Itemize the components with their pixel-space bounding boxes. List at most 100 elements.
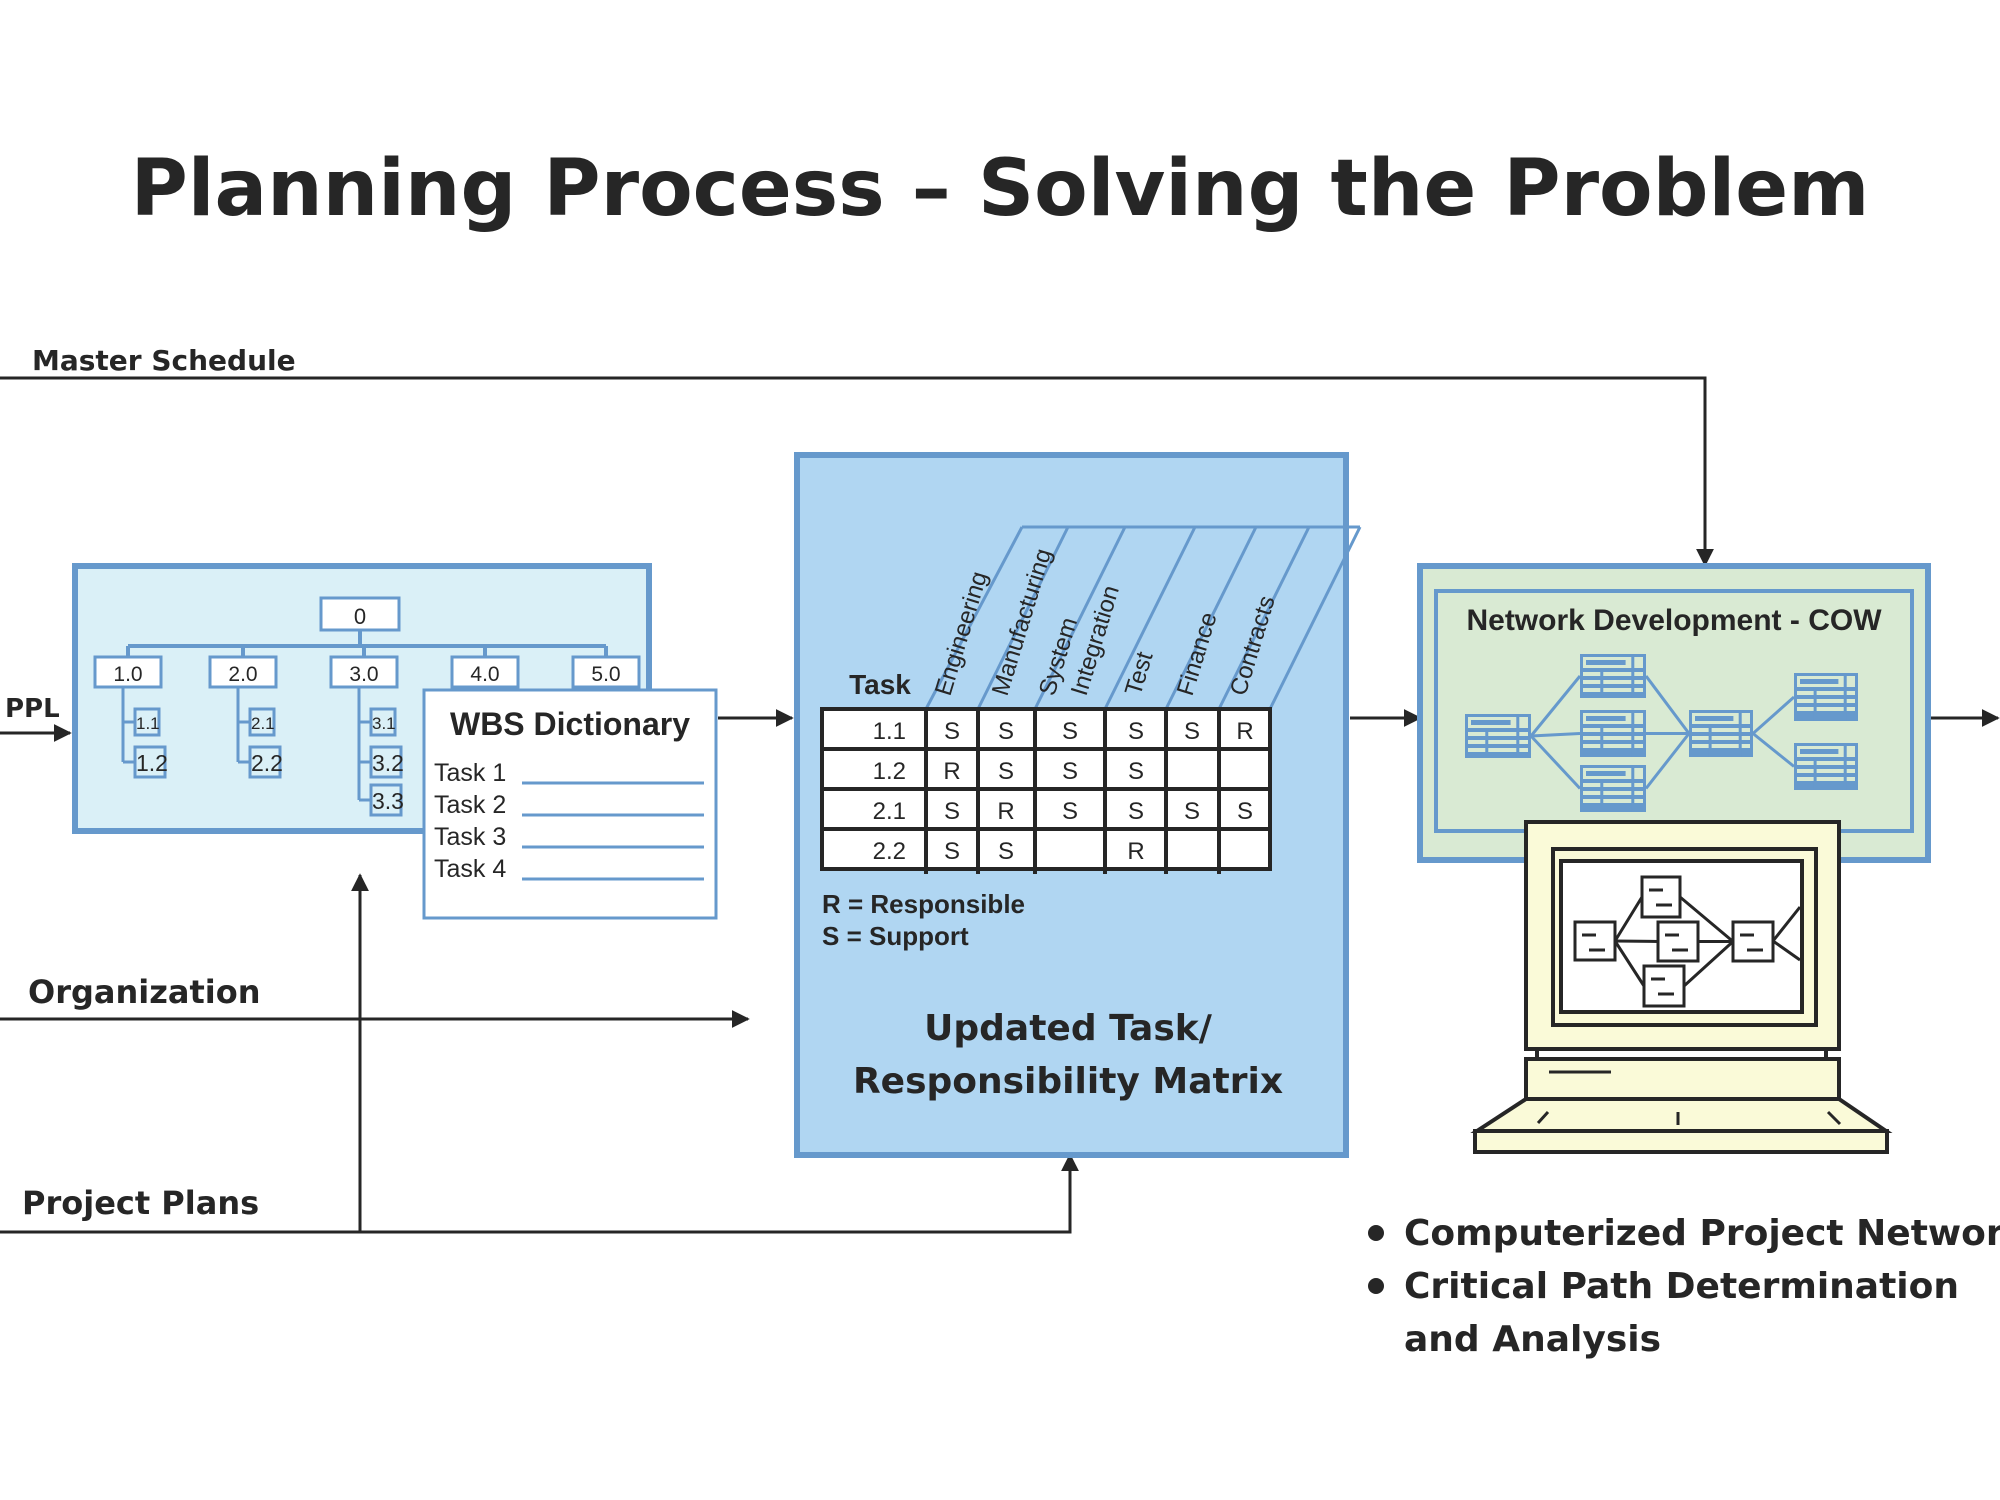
wbs-node-label: 2.0 xyxy=(228,663,257,686)
screen-network-node xyxy=(1573,920,1617,962)
bullet-list: Computerized Project Network Critical Pa… xyxy=(1368,1213,2000,1360)
network-node-row xyxy=(1468,732,1528,736)
matrix-cell: S xyxy=(1062,758,1078,785)
network-node-row xyxy=(1583,736,1643,740)
matrix-header-divider xyxy=(1164,526,1258,710)
wbs-node-label: 2.2 xyxy=(251,750,283,776)
matrix-row-task: 1.1 xyxy=(873,718,906,745)
network-node-row xyxy=(1797,761,1855,765)
network-node-row xyxy=(1797,691,1855,695)
network-edge xyxy=(1529,675,1582,737)
network-node-table-icon xyxy=(1465,714,1531,758)
page-title: Planning Process – Solving the Problem xyxy=(131,144,1870,234)
matrix-task-header: Task xyxy=(849,669,911,700)
wbs-node-label: 3.3 xyxy=(372,788,404,814)
matrix-header-divider xyxy=(1217,526,1311,710)
network-node-row xyxy=(1797,769,1855,773)
wbs-dictionary-title: WBS Dictionary xyxy=(450,706,690,742)
matrix-cell: S xyxy=(1184,798,1200,825)
network-node-table-icon xyxy=(1580,765,1646,812)
wbs-node-label: 0 xyxy=(354,604,366,629)
wbs-node-label: 2.1 xyxy=(251,714,275,733)
screen-network-edge xyxy=(1682,940,1735,988)
wbs-node-level1 xyxy=(450,655,520,689)
screen-network-edge xyxy=(1614,939,1659,943)
matrix-cell: S xyxy=(998,758,1014,785)
screen-network-edge xyxy=(1613,896,1644,942)
matrix-cell: S xyxy=(1237,798,1253,825)
screen-network-edge xyxy=(1771,906,1802,942)
wbs-node-level1 xyxy=(93,655,163,689)
network-edge xyxy=(1530,732,1581,738)
matrix-cell: S xyxy=(1062,718,1078,745)
network-node-row xyxy=(1583,680,1643,684)
network-node-row xyxy=(1583,728,1643,732)
network-panel-title: Network Development - COW xyxy=(1466,604,1882,637)
matrix-cell: S xyxy=(1128,718,1144,745)
organization-label: Organization xyxy=(28,973,260,1011)
matrix-row-task: 2.1 xyxy=(873,798,906,825)
matrix-cell: S xyxy=(944,838,960,865)
keyboard-front xyxy=(1473,1129,1889,1154)
matrix-caption-line1: Updated Task/ xyxy=(924,1008,1213,1049)
wbs-dictionary-task: Task 4 xyxy=(434,855,506,883)
matrix-row-task: 2.2 xyxy=(873,838,906,865)
matrix-header-divider xyxy=(976,526,1070,710)
wbs-node-level1 xyxy=(208,655,278,689)
matrix-header-divider xyxy=(1268,526,1362,710)
keyboard-mark xyxy=(1536,1110,1550,1125)
matrix-row-task: 1.2 xyxy=(873,758,906,785)
wbs-node-level1 xyxy=(571,655,641,689)
network-node-header-bar xyxy=(1695,716,1734,721)
wbs-node-label: 1.2 xyxy=(136,750,168,776)
project-plans-arrow xyxy=(0,1153,1079,1234)
wbs-node-level2 xyxy=(369,707,397,737)
network-node-row xyxy=(1583,744,1643,748)
wbs-dictionary-card: WBS Dictionary Task 1 Task 2 Task 3 Task 4 xyxy=(422,688,718,920)
matrix-cell: R xyxy=(1127,838,1144,865)
network-node-table-icon xyxy=(1794,743,1858,790)
wbs-dictionary-task: Task 3 xyxy=(434,823,506,851)
wbs-dictionary-task: Task 2 xyxy=(434,791,506,819)
network-node-row xyxy=(1583,688,1643,692)
screen-network-edge xyxy=(1613,940,1646,987)
matrix-header-divider xyxy=(924,526,1024,710)
wbs-node-label: 4.0 xyxy=(470,663,499,686)
wbs-node-level2 xyxy=(133,707,161,737)
screen-network xyxy=(1573,875,1802,1008)
matrix-header-divider xyxy=(1103,526,1197,710)
wbs-dictionary-task: Task 1 xyxy=(434,759,506,787)
screen-network-node xyxy=(1656,920,1700,963)
matrix-cell: R xyxy=(943,758,960,785)
matrix-cell: S xyxy=(1184,718,1200,745)
network-node-row xyxy=(1468,748,1528,752)
screen-network-edge xyxy=(1772,939,1801,962)
network-edge xyxy=(1644,732,1691,790)
network-node-row xyxy=(1583,783,1643,787)
wbs-node-label: 3.2 xyxy=(372,750,404,776)
matrix-cell: S xyxy=(944,798,960,825)
network-node-row xyxy=(1468,740,1528,744)
network-node-table-icon xyxy=(1580,654,1646,698)
screen-network-node xyxy=(1640,875,1682,919)
screen-network-node xyxy=(1642,964,1686,1008)
network-node-row xyxy=(1797,699,1855,703)
network-node-table-icon xyxy=(1580,710,1646,757)
network-node-header-bar xyxy=(1586,660,1626,665)
screen-network-node xyxy=(1731,920,1775,963)
network-node-row xyxy=(1692,744,1750,748)
keyboard-top xyxy=(1470,1097,1893,1133)
matrix-cell: S xyxy=(998,838,1014,865)
wbs-node-level2 xyxy=(248,745,282,779)
network-node-table-icon xyxy=(1794,673,1858,721)
network-node-header-bar xyxy=(1586,771,1626,776)
wbs-node-label: 5.0 xyxy=(591,663,620,686)
network-edge xyxy=(1644,675,1691,735)
network-development-panel: Network Development - COW xyxy=(1417,563,1931,863)
master-schedule-arrow xyxy=(0,376,1714,567)
network-node-row xyxy=(1797,707,1855,711)
wbs-node-label: 3.1 xyxy=(372,714,396,733)
matrix-caption-line2: Responsibility Matrix xyxy=(853,1061,1283,1102)
wbs-node-level1 xyxy=(329,655,399,689)
